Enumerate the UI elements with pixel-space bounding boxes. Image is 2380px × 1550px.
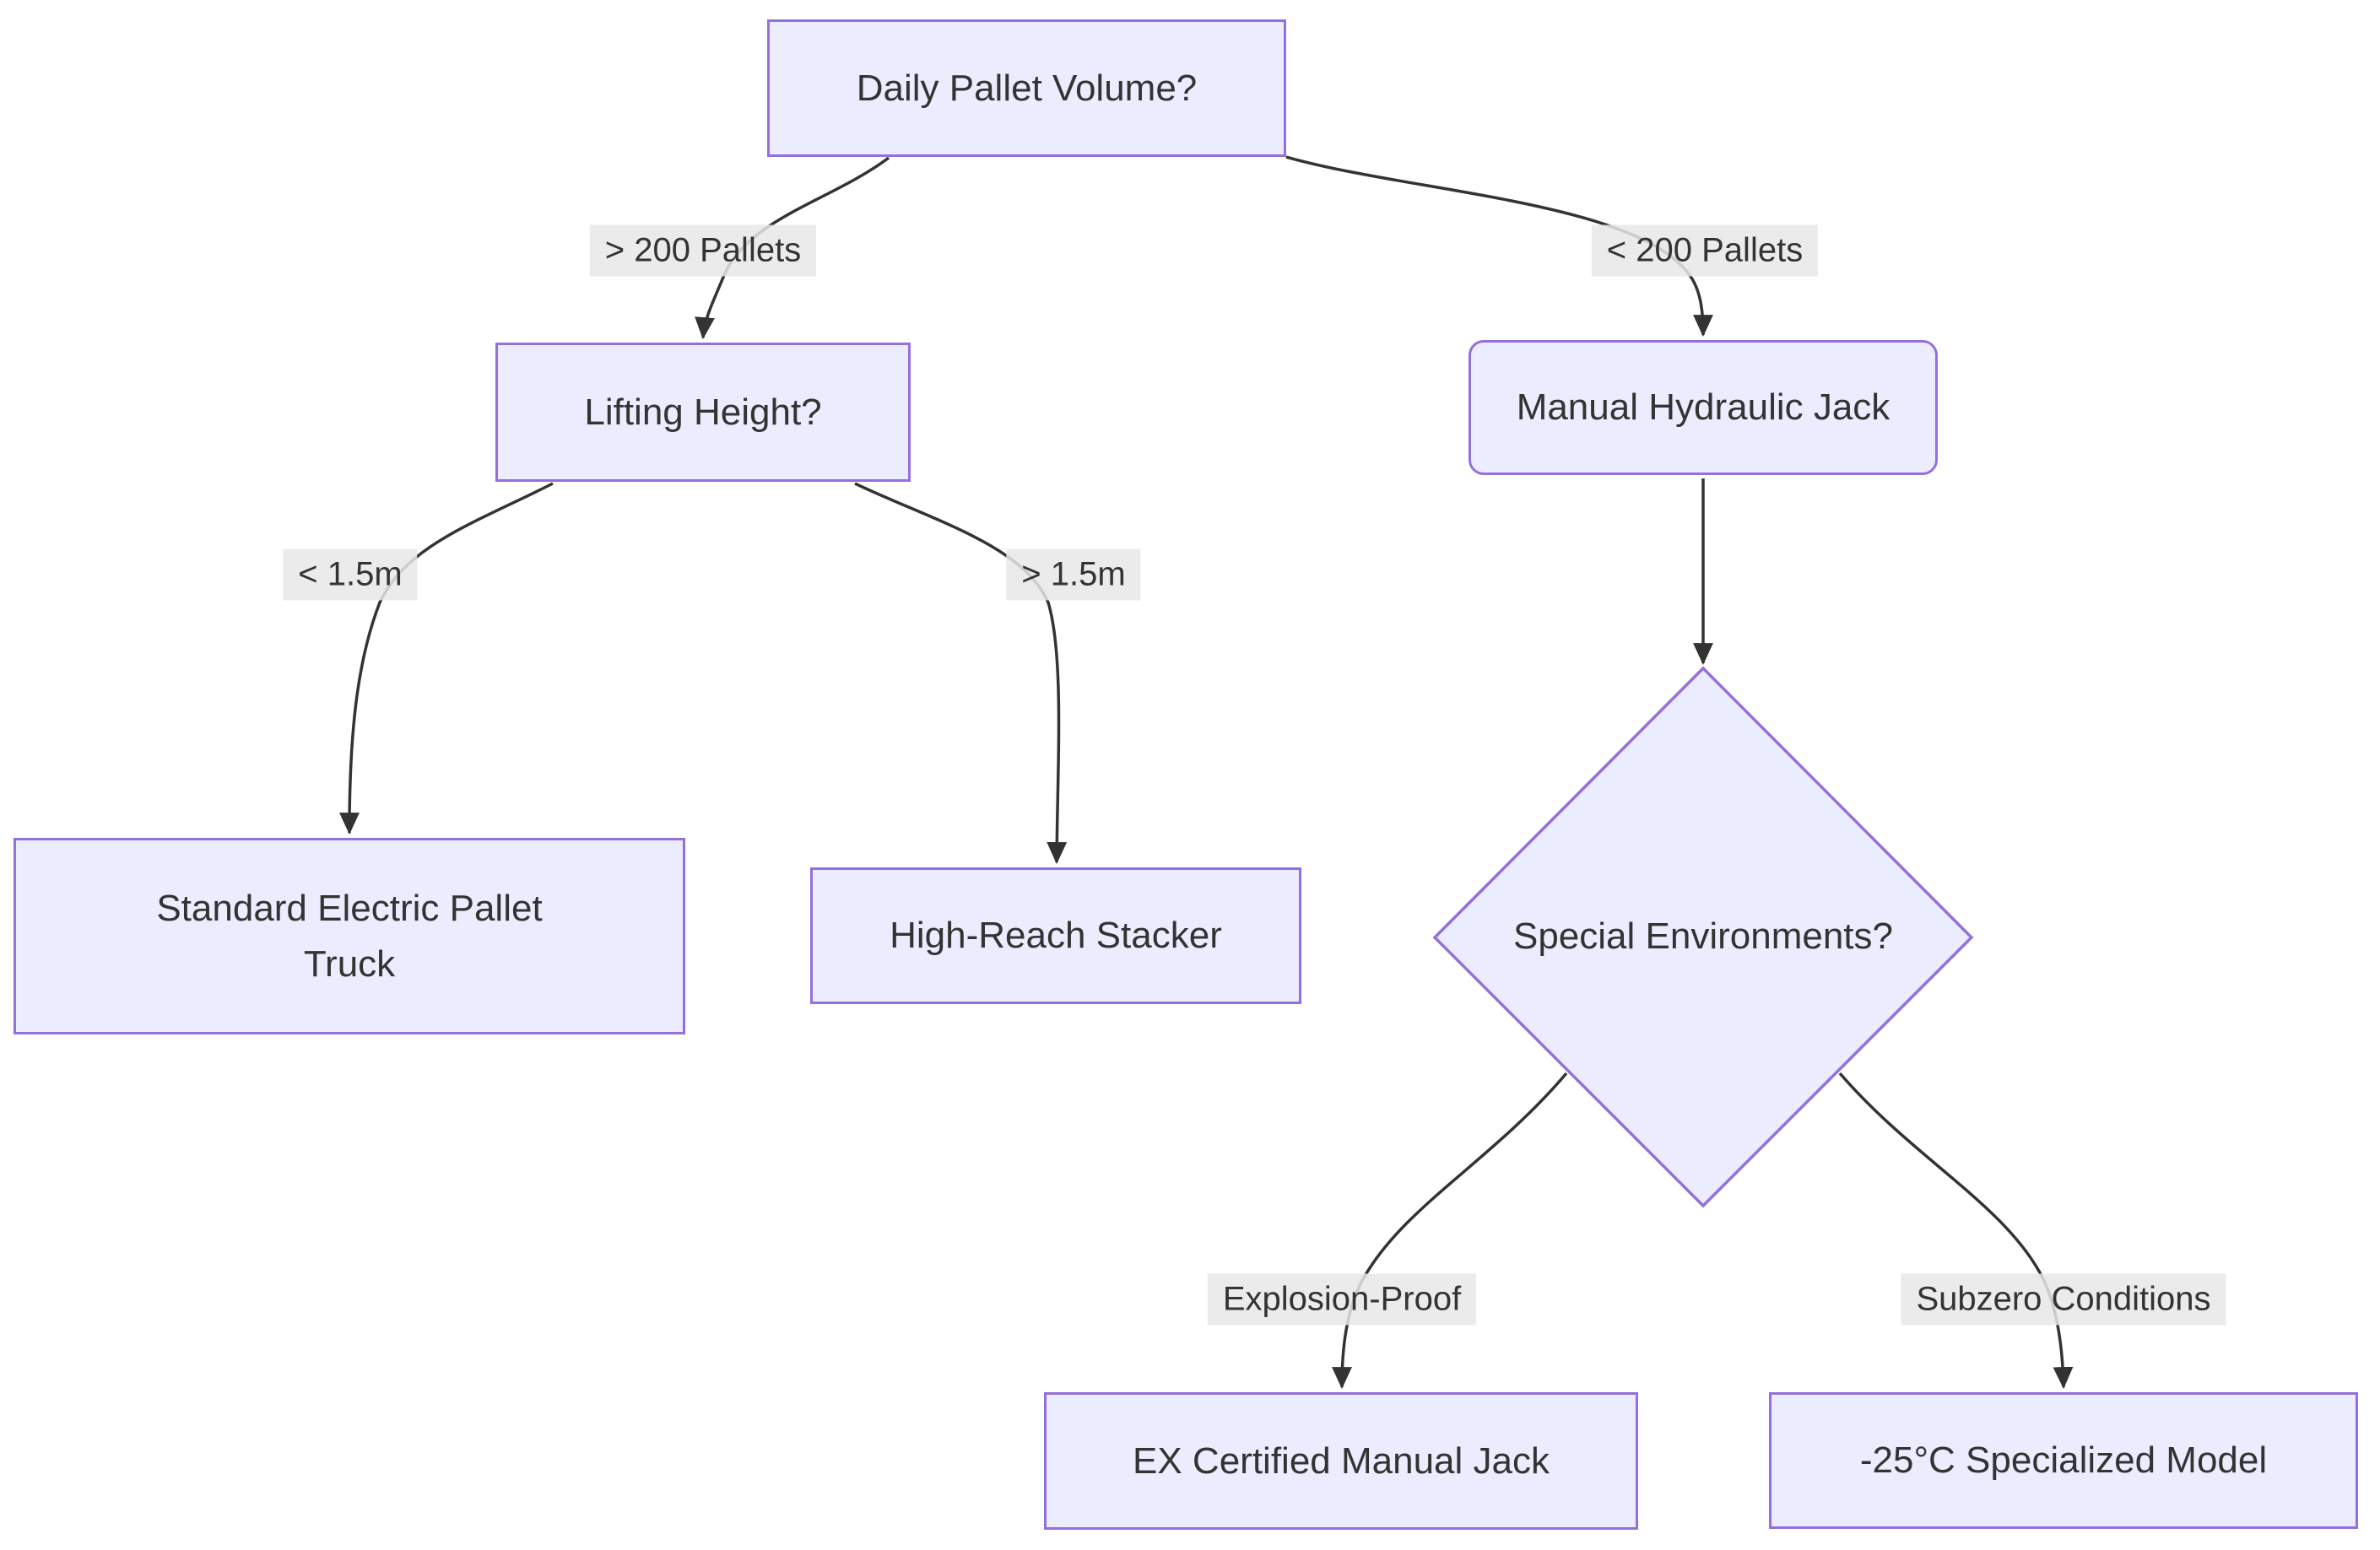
node-lifting-height: Lifting Height?: [495, 343, 911, 482]
node-standard-electric-pallet-truck: Standard Electric Pallet Truck: [14, 838, 685, 1034]
node-ex-certified-manual-jack-label: EX Certified Manual Jack: [1133, 1439, 1550, 1482]
node-special-environments: Special Environments?: [1450, 886, 1956, 987]
edge-label-subzero-conditions: Subzero Conditions: [1901, 1273, 2226, 1326]
node-manual-hydraulic-jack-label: Manual Hydraulic Jack: [1516, 386, 1890, 428]
edge-special-env-to-ex-certified: [1332, 1072, 1568, 1390]
edge-label-lt-1-5m: < 1.5m: [283, 548, 418, 601]
edge-lifting-to-standard-electric: [339, 482, 554, 835]
node-daily-pallet-volume-label: Daily Pallet Volume?: [856, 67, 1198, 109]
node-daily-pallet-volume: Daily Pallet Volume?: [767, 19, 1286, 157]
node-lifting-height-label: Lifting Height?: [584, 391, 822, 433]
node-high-reach-stacker: High-Reach Stacker: [810, 867, 1301, 1004]
node-standard-electric-pallet-truck-label: Standard Electric Pallet Truck: [156, 887, 543, 985]
edge-label-gt-200-pallets: > 200 Pallets: [589, 224, 817, 277]
edge-label-lt-200-pallets: < 200 Pallets: [1591, 224, 1819, 277]
node-special-environments-label: Special Environments?: [1512, 915, 1893, 957]
edge-label-explosion-proof: Explosion-Proof: [1207, 1273, 1477, 1326]
node-subzero-specialized-model-label: -25°C Specialized Model: [1859, 1439, 2268, 1481]
edge-label-gt-1-5m: > 1.5m: [1006, 548, 1141, 601]
edge-special-env-to-subzero-model: [1838, 1072, 2074, 1390]
node-high-reach-stacker-label: High-Reach Stacker: [890, 915, 1222, 956]
node-manual-hydraulic-jack: Manual Hydraulic Jack: [1469, 340, 1938, 475]
node-subzero-specialized-model: -25°C Specialized Model: [1769, 1392, 2358, 1529]
node-ex-certified-manual-jack: EX Certified Manual Jack: [1044, 1392, 1638, 1530]
edge-lifting-to-high-reach: [854, 482, 1068, 865]
node-special-environments-shape: [1432, 666, 1974, 1208]
